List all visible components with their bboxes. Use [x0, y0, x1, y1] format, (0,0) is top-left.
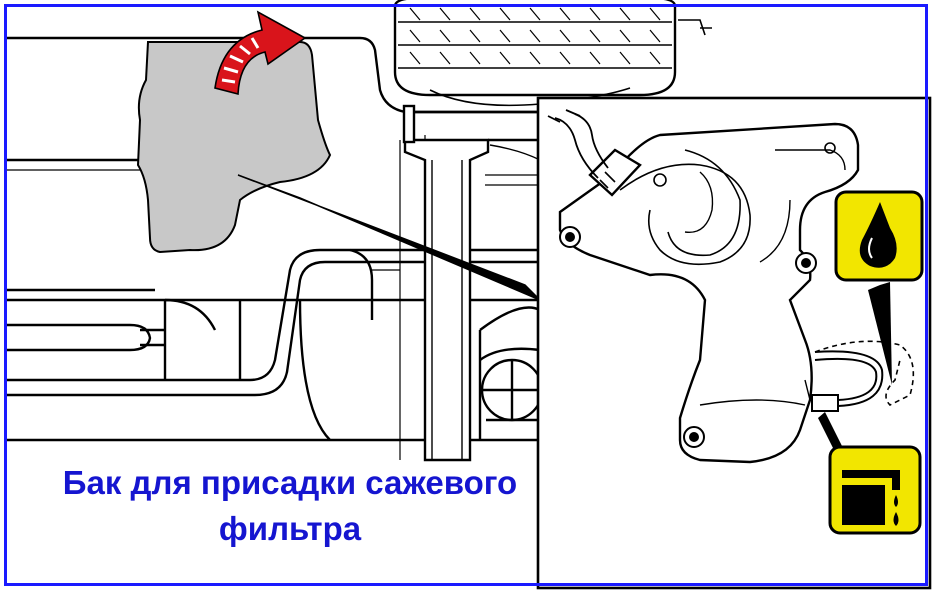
leader-line-fill	[868, 282, 892, 385]
caption-line-1: Бак для присадки сажевого	[62, 464, 518, 501]
leader-line-overview	[237, 174, 541, 301]
caption-line-2: фильтра	[218, 510, 362, 547]
level-sensor-connector	[547, 109, 642, 197]
mounting-bolts	[559, 226, 817, 448]
additive-tank-detail	[558, 122, 860, 464]
fluid-drop-icon	[834, 190, 924, 282]
suspension-strut	[402, 104, 542, 462]
additive-tank-outline-overview	[136, 41, 332, 254]
curved-arrow-icon	[214, 10, 307, 96]
tank-level-dripping-icon	[828, 445, 922, 535]
spare-wheel	[393, 0, 712, 107]
drain-hose	[811, 340, 915, 412]
diagram-caption: Бак для присадки сажевого фильтра	[10, 460, 570, 552]
vehicle-chassis-lines	[5, 36, 544, 442]
